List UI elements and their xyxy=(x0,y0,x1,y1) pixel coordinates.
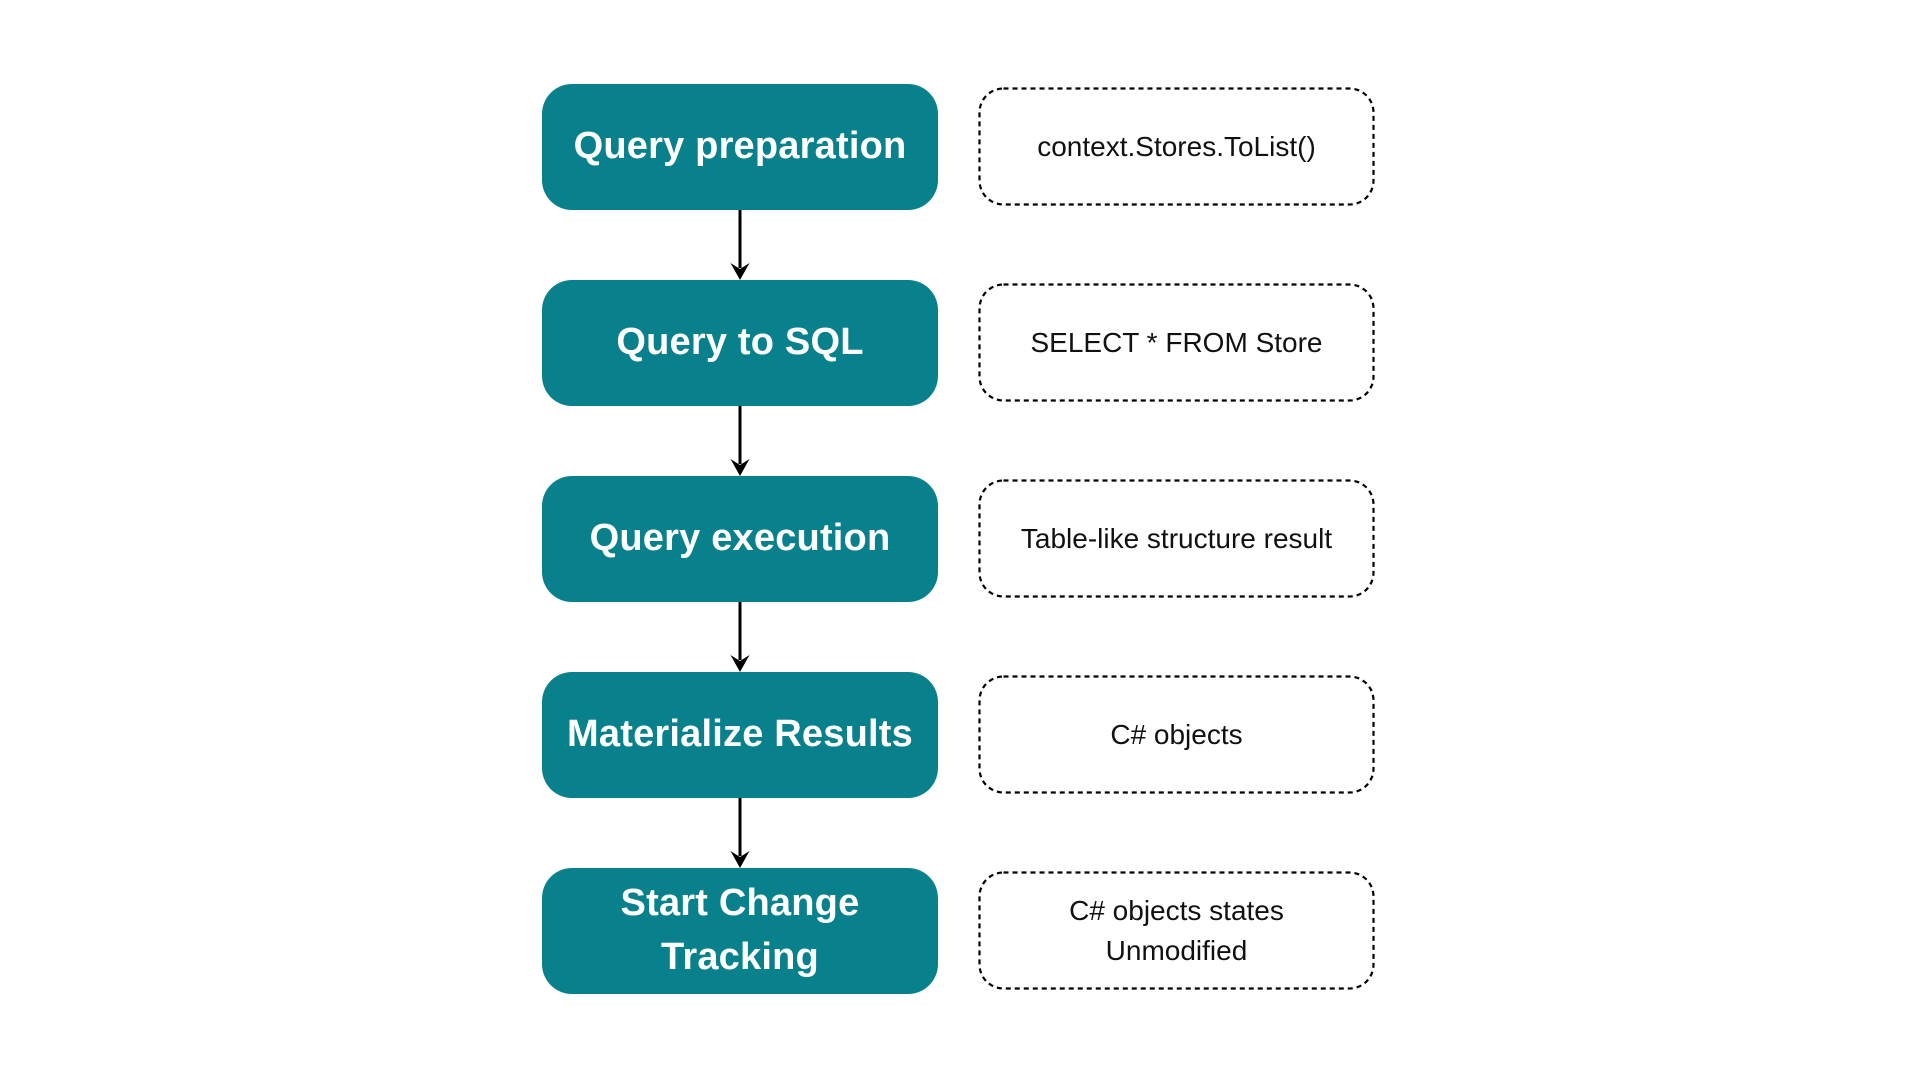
detail-label: Table-like structure result xyxy=(1020,522,1333,554)
step-label: Query to SQL xyxy=(616,321,864,364)
step-label: Query preparation xyxy=(573,125,907,168)
detail-label: context.Stores.ToList() xyxy=(1037,130,1316,162)
detail-label: C# objects states Unmodified xyxy=(1069,894,1284,966)
flow-arrow-down-icon xyxy=(730,798,750,868)
step-box-materialize-results: Materialize Results xyxy=(542,672,938,798)
dashed-border xyxy=(978,87,1375,206)
detail-box-query-execution: Table-like structure result xyxy=(978,479,1375,598)
detail-box-start-change-tracking: C# objects states Unmodified xyxy=(978,871,1375,990)
dashed-border xyxy=(978,675,1375,794)
step-box-query-execution: Query execution xyxy=(542,476,938,602)
step-box-query-preparation: Query preparation xyxy=(542,84,938,210)
detail-box-query-preparation: context.Stores.ToList() xyxy=(978,87,1375,206)
detail-box-query-to-sql: SELECT * FROM Store xyxy=(978,283,1375,402)
dashed-border xyxy=(978,479,1375,598)
flow-arrow-down-icon xyxy=(730,406,750,476)
detail-label: SELECT * FROM Store xyxy=(1030,326,1323,358)
dashed-border xyxy=(978,283,1375,402)
step-label: Query execution xyxy=(589,517,891,560)
step-label: Materialize Results xyxy=(567,713,913,756)
detail-box-materialize-results: C# objects xyxy=(978,675,1375,794)
detail-label: C# objects xyxy=(1110,718,1243,750)
dashed-border xyxy=(978,871,1375,990)
step-box-query-to-sql: Query to SQL xyxy=(542,280,938,406)
step-label: Start Change Tracking xyxy=(620,882,860,978)
flow-arrow-down-icon xyxy=(730,210,750,280)
step-box-start-change-tracking: Start Change Tracking xyxy=(542,868,938,994)
flow-arrow-down-icon xyxy=(730,602,750,672)
